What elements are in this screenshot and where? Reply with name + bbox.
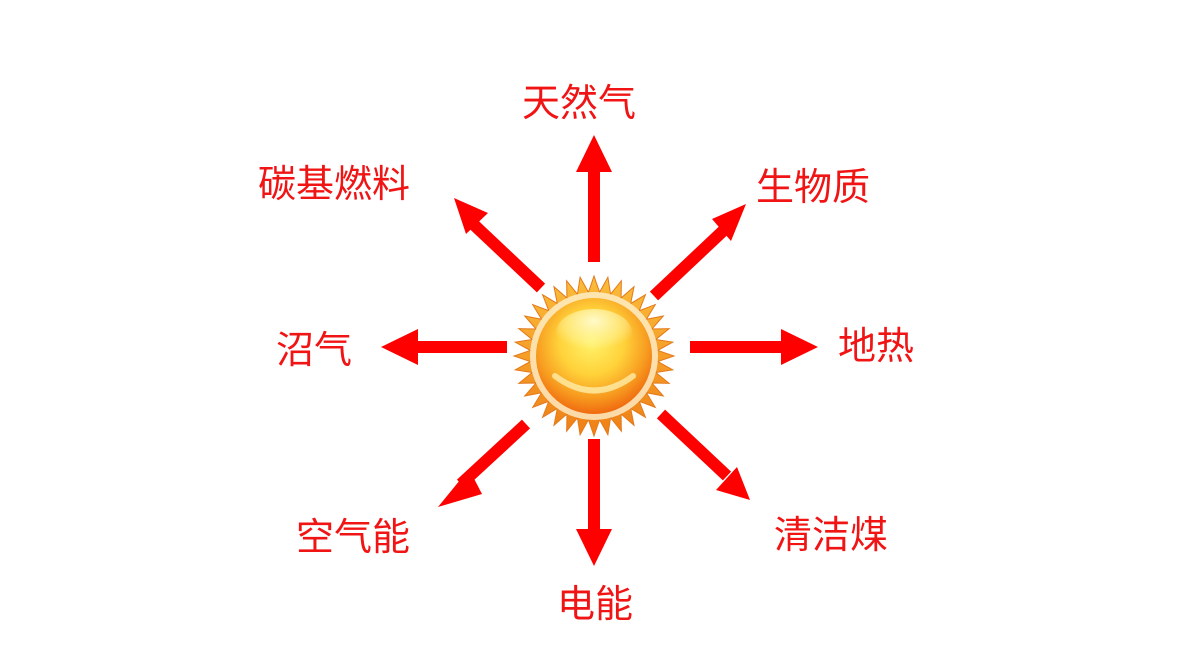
arrow-down-right [656,409,750,500]
label-top-left-carbon-fuel: 碳基燃料 [258,162,411,206]
sun-lower-glow [552,373,636,394]
arrow-up-right [649,204,746,301]
arrow-down [576,439,612,566]
arrow-left [381,329,507,365]
arrow-group [381,135,818,566]
label-top-natural-gas: 天然气 [522,81,637,125]
label-top-right-biomass: 生物质 [756,165,871,209]
arrow-down-left [438,419,531,507]
label-right-geothermal: 地热 [838,324,915,368]
arrow-up [576,135,612,262]
label-bottom-left-air-energy: 空气能 [296,515,411,559]
arrow-up-left [454,198,546,293]
sun-icon [512,274,676,438]
sun-highlight [556,309,632,357]
arrow-right [690,329,818,365]
label-left-biogas: 沼气 [276,328,353,372]
label-bottom-electricity: 电能 [557,582,634,626]
label-bottom-right-clean-coal: 清洁煤 [774,513,889,557]
